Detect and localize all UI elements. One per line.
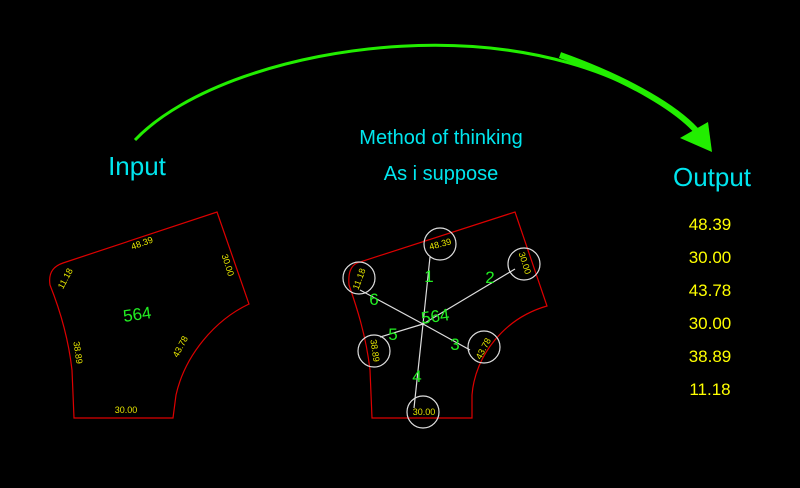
ray-3 (422, 323, 471, 351)
arrow-head-icon (680, 122, 712, 152)
ray-6 (359, 289, 424, 325)
output-value: 48.39 (689, 215, 732, 234)
edge-label-curve: 43.78 (171, 334, 190, 359)
order-number-4: 4 (412, 367, 421, 386)
output-value: 43.78 (689, 281, 732, 300)
input-parcel: 48.39 30.00 11.18 38.89 43.78 30.00 564 (49, 211, 250, 419)
order-number-2: 2 (485, 268, 494, 287)
order-number-1: 1 (424, 267, 433, 286)
edge-label-right: 30.00 (220, 253, 236, 278)
area-label: 564 (122, 303, 153, 326)
edge-label-bottom: 30.00 (413, 407, 436, 417)
edge-label-left: 38.89 (71, 341, 84, 365)
method-label: Method of thinking (359, 127, 522, 149)
method-sublabel: As i suppose (384, 163, 499, 185)
arrow-curve-thick (558, 52, 703, 137)
circle-left (357, 334, 391, 368)
edge-label-curve: 43.78 (474, 336, 493, 361)
circle-bottom (406, 395, 440, 429)
circle-curve (467, 330, 501, 364)
edge-label-top: 48.39 (130, 235, 155, 252)
input-label: Input (108, 151, 167, 181)
order-number-5: 5 (388, 325, 397, 344)
area-label: 564 (420, 305, 451, 328)
edge-label-left: 38.89 (368, 339, 381, 363)
ray-1 (422, 256, 431, 325)
order-number-6: 6 (369, 290, 378, 309)
method-parcel: 48.39 30.00 11.18 38.89 43.78 30.00 564 … (342, 211, 548, 429)
circle-right (507, 247, 541, 281)
output-label: Output (673, 162, 752, 192)
order-number-3: 3 (450, 335, 459, 354)
ray-5 (379, 323, 424, 338)
output-value: 11.18 (689, 380, 730, 399)
output-value: 30.00 (689, 248, 732, 267)
parcel-boundary (348, 211, 548, 419)
output-value: 38.89 (689, 347, 732, 366)
arrow-curve (133, 43, 707, 142)
edge-label-bottom: 30.00 (115, 405, 138, 415)
edge-label-right: 30.00 (517, 251, 533, 276)
output-value: 30.00 (689, 314, 732, 333)
parcel-boundary (49, 211, 250, 419)
ray-4 (413, 323, 424, 409)
edge-label-corner: 11.18 (56, 267, 75, 291)
output-list: 48.39 30.00 43.78 30.00 38.89 11.18 (689, 215, 732, 399)
circle-corner (342, 261, 376, 295)
edge-label-corner: 11.18 (351, 267, 368, 291)
circle-top (423, 227, 457, 261)
ray-2 (422, 268, 516, 325)
